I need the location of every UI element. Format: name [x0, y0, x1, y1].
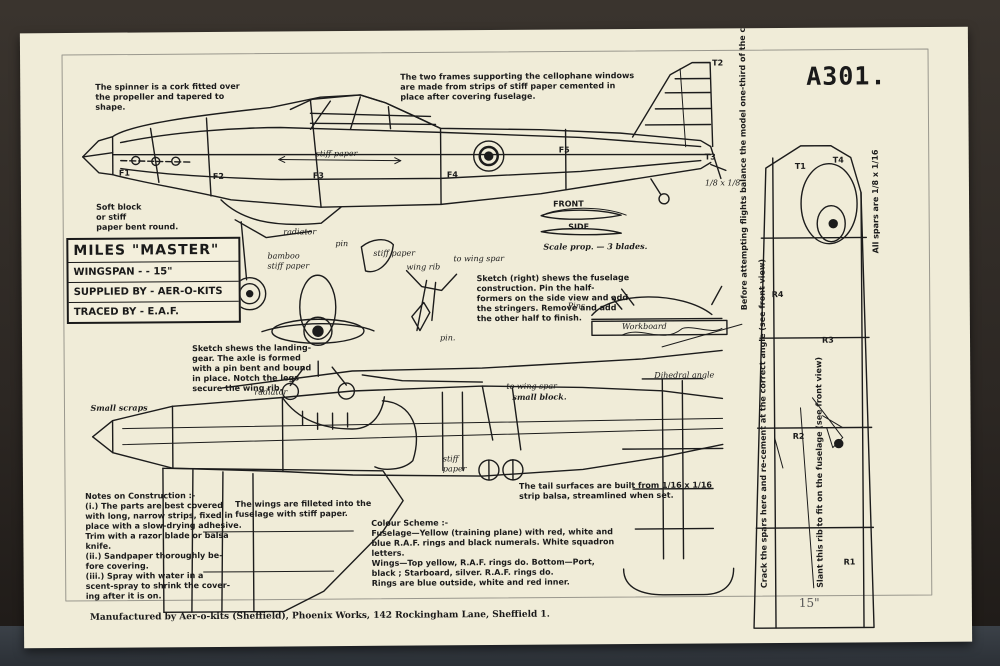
supplier: SUPPLIED BY - AER-O-KITS	[68, 281, 239, 303]
bamboo-label: bamboo stiff paper	[267, 251, 310, 271]
pins-label: Pins	[567, 301, 586, 311]
title-box: MILES "MASTER" WINGSPAN - - 15" SUPPLIED…	[66, 236, 241, 324]
former-f2: F2	[212, 171, 224, 181]
stiff-paper-label-2: stiff paper	[373, 248, 416, 258]
pencil-annotation: 15"	[798, 595, 820, 610]
wingspan: WINGSPAN - - 15"	[68, 261, 239, 283]
frames-note: The two frames supporting the cellophane…	[400, 71, 635, 102]
tail-t3: T3	[704, 152, 716, 162]
side-label: SIDE	[568, 222, 590, 232]
front-label: FRONT	[553, 199, 584, 209]
small-block-label: small block.	[512, 391, 567, 402]
rib-r2: R2	[792, 431, 805, 441]
rib-r1: R1	[843, 557, 856, 567]
gear-sketch	[360, 239, 458, 332]
model-title: MILES "MASTER"	[68, 238, 239, 263]
landing-gear-note: Sketch shews the landing- gear. The axle…	[192, 343, 312, 394]
prop-sections	[545, 207, 627, 216]
slant-rib-note: Slant this rib to fit on the fuselage (s…	[814, 356, 825, 588]
dihedral-label: Dihedral angle	[654, 370, 715, 380]
former-f3: F3	[312, 171, 324, 181]
rib-r3: R3	[821, 335, 834, 345]
rib-r4: R4	[771, 289, 784, 300]
balance-note: Before attempting flights balance the mo…	[736, 26, 749, 311]
construction-notes: Notes on Construction :- (i.) The parts …	[85, 491, 242, 601]
wing-panel	[753, 144, 875, 629]
spars-note: All spars are 1/8 x 1/16	[870, 149, 881, 254]
workboard-label: Workboard	[621, 321, 667, 332]
blueprint-sheet: A301. The spinner is a cork fitted over …	[19, 26, 973, 649]
soft-block-note: Soft block or stiff paper bent round.	[96, 202, 179, 232]
wing-fillet-note: The wings are filleted into the fuselage…	[235, 498, 372, 519]
spinner-note: The spinner is a cork fitted over the pr…	[95, 81, 240, 112]
former-f5: F5	[558, 145, 570, 155]
tail-t4: T4	[832, 155, 844, 165]
tail-t1: T1	[794, 161, 806, 171]
plan-drawing	[61, 48, 933, 629]
tracer: TRACED BY - E.A.F.	[73, 306, 180, 318]
to-wing-spar-label-2: to wing spar	[506, 381, 557, 391]
plan-view	[91, 349, 735, 614]
side-view-fuselage	[82, 61, 727, 311]
front-view-sketch	[261, 274, 375, 401]
colour-scheme: Colour Scheme :- Fuselage—Yellow (traini…	[371, 518, 615, 588]
radiator-label: radiator	[283, 227, 317, 237]
former-f4: F4	[446, 170, 458, 180]
tail-t2: T2	[712, 58, 724, 68]
tail-strip-size: 1/8 x 1/8	[704, 178, 741, 188]
scale-prop-label: Scale prop. — 3 blades.	[543, 240, 648, 252]
to-wing-spar-label: to wing spar	[453, 253, 505, 264]
pin-label: pin	[335, 239, 349, 249]
sheet-code: A301.	[806, 61, 887, 91]
radiator-label-2: radiator	[254, 387, 288, 397]
workboard-sketch	[591, 285, 728, 337]
stiff-paper-label: stiff paper	[315, 148, 358, 159]
wing-rib-label: wing rib	[406, 262, 441, 272]
dihedral-line	[661, 323, 743, 348]
tail-surfaces-note: The tail surfaces are built from 1/16 x …	[519, 480, 713, 501]
former-f1: F1	[118, 168, 130, 178]
small-scraps-label: Small scraps	[90, 402, 148, 413]
fuselage-sketch-note: Sketch (right) shews the fuselage constr…	[476, 273, 630, 324]
pin-label-2: pin.	[439, 333, 456, 343]
stiff-paper-label-3: stiff paper	[442, 454, 467, 474]
